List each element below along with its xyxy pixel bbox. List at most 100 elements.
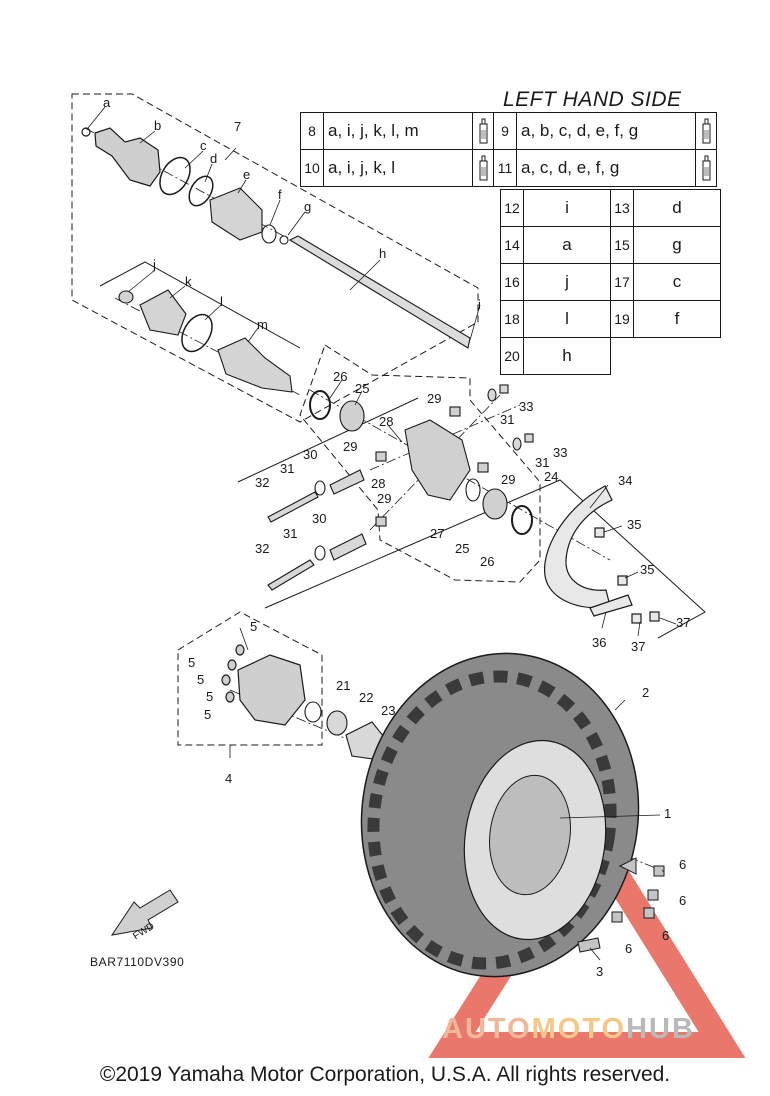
callout-f: f [278,187,282,202]
kit-parts: a, c, d, e, f, g [516,149,696,187]
outer-cv-joint [81,127,161,187]
boot-band-large [159,156,214,207]
callout-h: h [379,246,387,261]
callout-7: 7 [234,119,242,134]
kit-number: 10 [300,149,324,187]
callout-25: 25 [455,541,470,556]
callout-23: 23 [381,703,396,718]
kit-number: 14 [500,226,524,264]
kit-number: 11 [493,149,517,187]
kit-table-wide: 8 a, i, j, k, l, m 9 a, b, c, d, e, f, g… [300,112,717,187]
callout-33: 33 [553,445,568,460]
callout-29: 29 [377,491,392,506]
callout-4: 4 [225,771,233,786]
callout-6: 6 [625,941,633,956]
kit-number: 8 [300,112,324,150]
callout-35: 35 [640,562,655,577]
outer-boot [209,187,289,245]
kit-part: d [633,189,721,227]
callout-28: 28 [379,414,394,429]
callout-36: 36 [592,635,607,650]
fwd-arrow-icon [110,889,179,936]
kit-row: 14 a 15 g [500,226,721,264]
callout-35: 35 [627,517,642,532]
svg-text:FWD: FWD [131,921,156,942]
callout-33: 33 [519,399,534,414]
kit-number: 9 [493,112,517,150]
callout-26: 26 [333,369,348,384]
kit-part: f [633,300,721,338]
knuckle-group-outline [299,344,541,583]
callout-e: e [243,167,251,182]
callout-m: m [257,317,268,332]
callout-5: 5 [188,655,196,670]
kit-part: i [523,189,611,227]
bolts-and-collars [267,384,534,591]
brake-disc-bracket [264,479,706,639]
driveshaft-group-outline [71,93,479,423]
watermark-text: AUTOMOTOHUB [442,1013,695,1046]
kit-number: 20 [500,337,524,375]
inner-joint-bracket [99,261,301,349]
stem-bracket [237,397,419,483]
callout-b: b [154,118,162,133]
callout-37: 37 [676,615,691,630]
callout-26: 26 [480,554,495,569]
kit-part: h [523,337,611,375]
callout-31: 31 [500,412,515,427]
callout-1: 1 [664,806,672,821]
kit-part: a [523,226,611,264]
callout-24: 24 [544,469,559,484]
hub-group-outline [177,611,323,746]
side-title: LEFT HAND SIDE [503,88,682,111]
wheel-hub [221,644,306,726]
callout-30: 30 [303,447,318,462]
callout-32: 32 [255,541,270,556]
watermark-part1: AUTO [442,1013,532,1045]
callout-5: 5 [204,707,212,722]
grease-tube-icon [472,112,494,150]
callout-22: 22 [359,690,374,705]
kit-row: 18 l 19 f [500,300,721,338]
callout-6: 6 [662,928,670,943]
kit-parts: a, b, c, d, e, f, g [516,112,696,150]
fwd-text-icon: FWD [131,921,156,942]
knuckle-parts [309,390,533,535]
callout-31: 31 [283,526,298,541]
copyright-notice: ©2019 Yamaha Motor Corporation, U.S.A. A… [99,1063,671,1086]
driveshaft [288,235,471,349]
callout-28: 28 [371,476,386,491]
callout-g: g [304,199,312,214]
kit-parts: a, i, j, k, l [323,149,473,187]
leader-lines [87,106,677,961]
kit-row: 20 h [500,337,721,375]
callout-30: 30 [312,511,327,526]
callout-i: i [478,297,481,312]
kit-row: 10 a, i, j, k, l 11 a, c, d, e, f, g [300,149,717,187]
callout-34: 34 [618,473,633,488]
kit-number: 19 [610,300,634,338]
fwd-label: FWD [119,905,169,945]
kit-part: g [633,226,721,264]
callout-c: c [200,138,207,153]
callout-6: 6 [679,857,687,872]
callout-a: a [103,95,111,110]
callout-5: 5 [250,619,258,634]
kit-number: 13 [610,189,634,227]
kit-table-small: 12 i 13 d 14 a 15 g 16 j 17 c 18 l 19 f … [500,189,721,375]
grease-tube-icon [472,149,494,187]
callout-29: 29 [501,472,516,487]
callout-21: 21 [336,678,351,693]
kit-number: 12 [500,189,524,227]
kit-row: 12 i 13 d [500,189,721,227]
diagram-code: BAR7110DV390 [90,955,185,969]
kit-parts: a, i, j, k, l, m [323,112,473,150]
inner-boot-parts [118,289,293,393]
kit-row: 16 j 17 c [500,263,721,301]
callout-d: d [210,151,218,166]
kit-number: 15 [610,226,634,264]
watermark-part3: HUB [626,1013,695,1045]
brake-disc [543,485,660,624]
kit-number: 18 [500,300,524,338]
kit-part: j [523,263,611,301]
